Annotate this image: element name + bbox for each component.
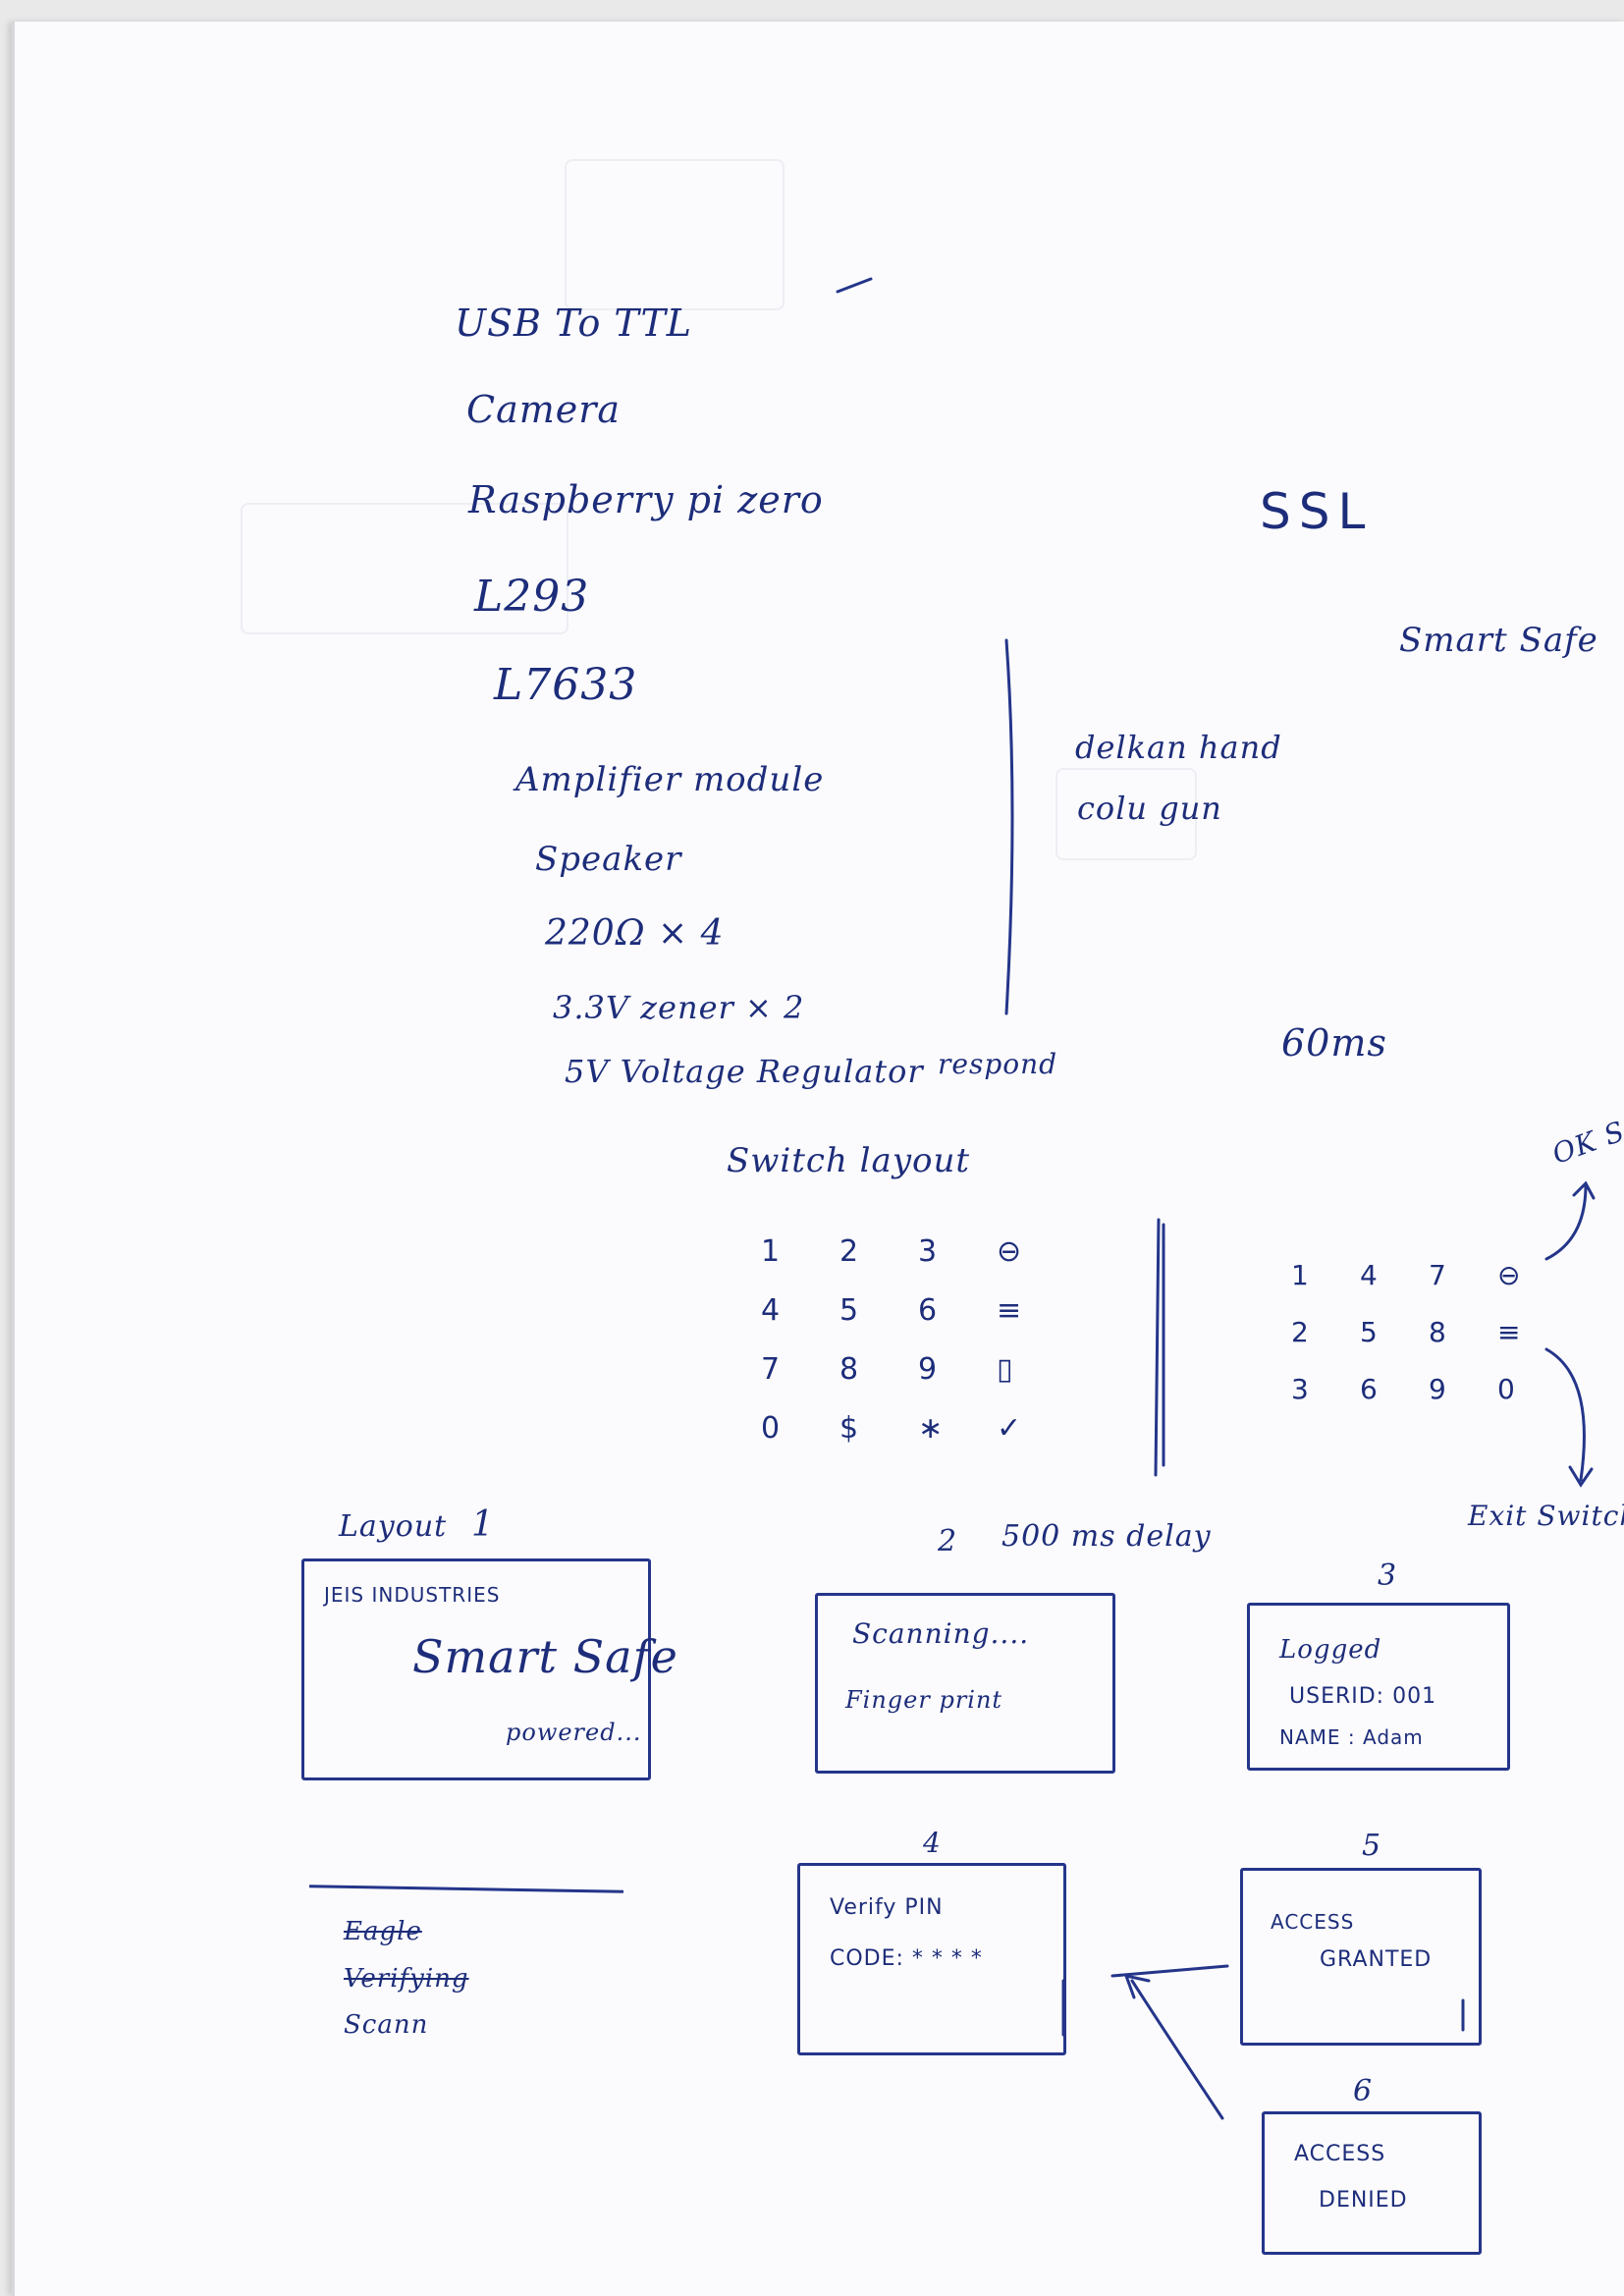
switch-diagram: 1 4 7 ⊖ 2 5 8 ≡ 3 6 9 0 [1291, 1259, 1546, 1436]
screen-5-line2: GRANTED [1320, 1947, 1433, 1972]
screen-6-number: 6 [1353, 2074, 1374, 2108]
parts-list-item: Raspberry pi zero [468, 478, 824, 521]
screen-2-number: 2 [938, 1524, 958, 1558]
keypad-key: ≡ [997, 1293, 1023, 1328]
ssl-heading: SSL [1260, 483, 1374, 540]
keypad-key: 2 [839, 1234, 860, 1269]
keypad-key: 3 [918, 1234, 939, 1269]
screen-3-line1: Logged [1279, 1635, 1382, 1665]
keypad-key: ▯ [997, 1352, 1014, 1387]
keypad-title: Switch layout [727, 1141, 971, 1180]
keypad-key: 4 [761, 1293, 782, 1328]
keypad-key: 5 [839, 1293, 860, 1328]
parts-list-item: L293 [474, 572, 590, 622]
screen-4-number: 4 [923, 1827, 942, 1859]
parts-list-item: 220Ω × 4 [545, 913, 725, 954]
timing-note: 60ms [1281, 1021, 1387, 1065]
screen-6-line1: ACCESS [1294, 2142, 1386, 2166]
keypad-key: 6 [1360, 1373, 1379, 1405]
show-through-shape [565, 159, 785, 310]
screen-3-number: 3 [1378, 1558, 1398, 1593]
keypad-key: ✓ [997, 1411, 1023, 1446]
vertical-divider [1004, 638, 1014, 1015]
parts-list-item: Speaker [535, 840, 682, 879]
parts-list-item: USB To TTL [455, 301, 693, 345]
screen-5: ACCESS GRANTED [1240, 1868, 1482, 2046]
smart-safe-note: Smart Safe [1399, 621, 1598, 660]
screen-1-status: powered... [506, 1719, 642, 1746]
parts-list-item: L7633 [494, 660, 638, 710]
keypad-key: 3 [1291, 1373, 1310, 1405]
screen-1: JEIS INDUSTRIES Smart Safe powered... [301, 1558, 677, 1780]
keypad-key: 9 [1429, 1373, 1447, 1405]
keypad-key: $ [839, 1411, 860, 1446]
screen-2-line2: Finger print [845, 1686, 1003, 1714]
keypad-key: ∗ [918, 1411, 945, 1446]
keypad-key: ⊖ [1497, 1259, 1522, 1291]
vertical-divider [1154, 1218, 1161, 1477]
screen-4-line2: CODE: * * * * [830, 1946, 983, 1971]
screen-3: Logged USERID: 001 NAME : Adam [1247, 1603, 1510, 1771]
keypad-key: 6 [918, 1293, 939, 1328]
connector-line [1110, 1964, 1229, 1978]
show-through-shape [1056, 768, 1197, 860]
parts-list-item: Camera [466, 388, 622, 431]
pen-strokes [836, 277, 1596, 2120]
keypad-key: 5 [1360, 1316, 1379, 1348]
parts-list-item: 3.3V zener × 2 [553, 989, 805, 1026]
screen-6: ACCESS DENIED [1262, 2111, 1482, 2255]
stray-note-line2: Verifying [344, 1964, 469, 1994]
screen-4: Verify PIN CODE: * * * * [797, 1863, 1066, 2055]
respond-note: respond [938, 1048, 1058, 1080]
layout-label: Layout [339, 1509, 448, 1544]
keypad-key: 0 [761, 1411, 782, 1446]
screen-2-delay: 500 ms delay [1001, 1519, 1212, 1554]
keypad-key: 2 [1291, 1316, 1310, 1348]
keypad-key: 4 [1360, 1259, 1379, 1291]
parts-list-item: Amplifier module [515, 760, 825, 799]
keypad-key: 8 [839, 1352, 860, 1387]
keypad-key: ⊖ [997, 1234, 1023, 1269]
screen-4-line1: Verify PIN [830, 1895, 944, 1920]
keypad-key: 1 [761, 1234, 782, 1269]
keypad-key: 0 [1497, 1373, 1516, 1405]
keypad: 1 2 3 ⊖ 4 5 6 ≡ 7 8 9 ▯ 0 $ ∗ ✓ [761, 1234, 1075, 1470]
screen-1-brand: JEIS INDUSTRIES [324, 1583, 501, 1607]
screen-3-line3: NAME : Adam [1279, 1725, 1424, 1749]
screen-5-number: 5 [1362, 1829, 1382, 1863]
layout-number: 1 [471, 1504, 495, 1545]
screen-3-line2: USERID: 001 [1289, 1684, 1437, 1709]
screen-2: Scanning.... Finger print [815, 1593, 1115, 1774]
screen-1-title: Smart Safe [412, 1630, 678, 1683]
screen-6-line2: DENIED [1319, 2188, 1408, 2213]
parts-list-item: 5V Voltage Regulator [565, 1053, 924, 1090]
delkan-note-line1: delkan hand [1075, 729, 1282, 766]
delkan-note-line2: colu gun [1077, 790, 1222, 827]
show-through-shape [241, 503, 568, 634]
stray-note-line1: Eagle [344, 1917, 422, 1946]
denied-arrow [1123, 1973, 1224, 2120]
keypad-key: 8 [1429, 1316, 1447, 1348]
keypad-key: 1 [1291, 1259, 1310, 1291]
dash-stroke [836, 277, 873, 294]
notebook-page: USB To TTL Camera Raspberry pi zero L293… [12, 22, 1624, 2296]
keypad-key: ≡ [1497, 1316, 1522, 1348]
exit-arrow [1544, 1347, 1594, 1488]
ok-arrow [1544, 1180, 1596, 1261]
keypad-key: 9 [918, 1352, 939, 1387]
stray-note-line3: Scann [344, 2010, 429, 2040]
keypad-key: 7 [1429, 1259, 1447, 1291]
exit-switch-label: Exit Switch [1468, 1500, 1624, 1532]
keypad-key: 7 [761, 1352, 782, 1387]
screen-2-line1: Scanning.... [852, 1617, 1030, 1650]
screen-5-line1: ACCESS [1271, 1910, 1355, 1934]
